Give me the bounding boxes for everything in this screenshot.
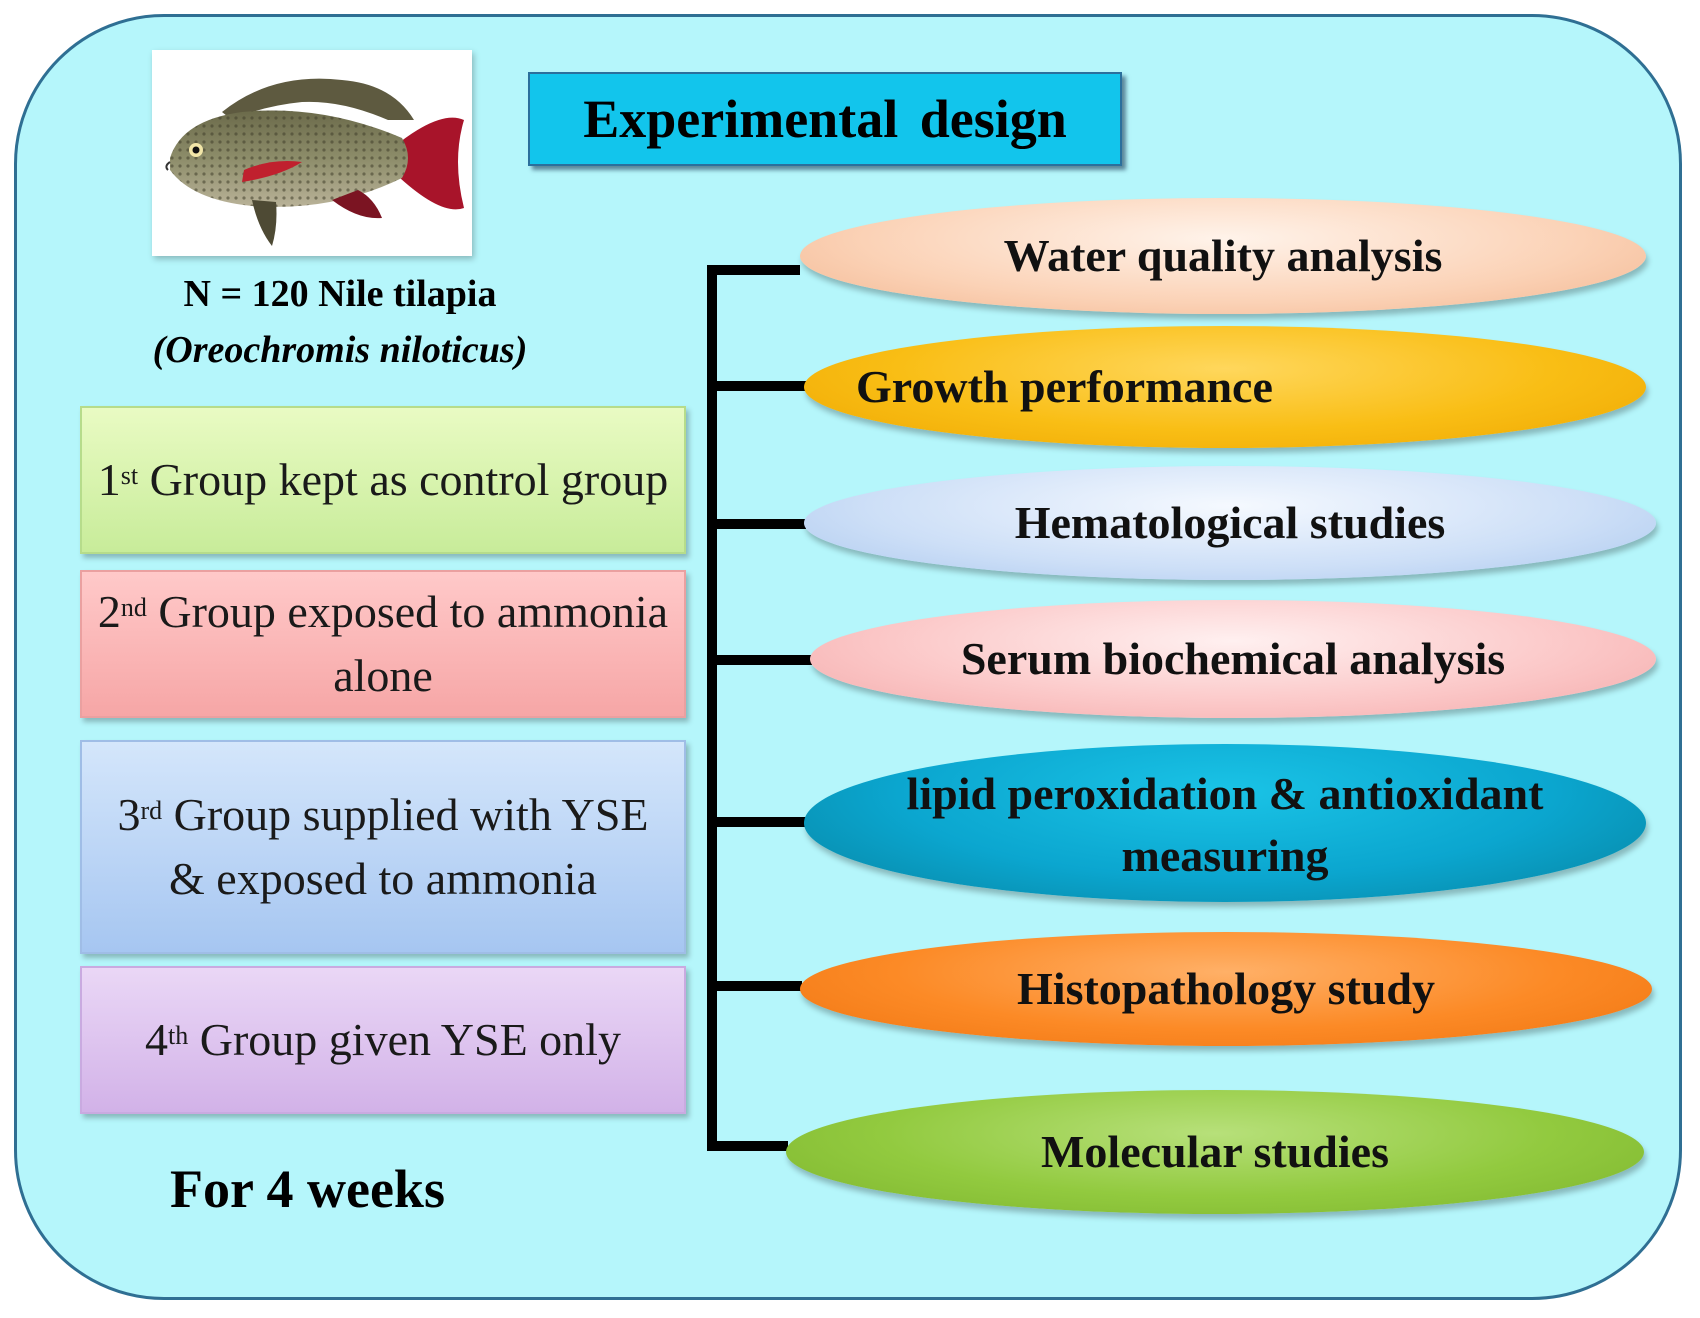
analysis-histopathology: Histopathology study [800,932,1652,1046]
analysis-hematological: Hematological studies [804,466,1656,580]
group-text: 1st Group kept as control group [97,454,669,505]
group-text: 4th Group given YSE only [145,1014,621,1065]
analysis-serum-biochemical: Serum biochemical analysis [810,600,1656,718]
group-text: 2nd Group exposed to ammonia alone [97,586,669,701]
analysis-molecular: Molecular studies [786,1090,1644,1214]
fish-image [152,50,472,256]
analysis-growth-performance: Growth performance [804,326,1646,448]
species-label: (Oreochromis niloticus) [152,329,528,371]
duration-label: For 4 weeks [170,1159,445,1219]
sample-size-label: N = 120 Nile tilapia [183,273,497,315]
analysis-water-quality: Water quality analysis [800,198,1646,314]
group-box-4: 4th Group given YSE only [80,966,686,1114]
subject-label: N = 120 Nile tilapia (Oreochromis niloti… [120,266,560,378]
group-box-2: 2nd Group exposed to ammonia alone [80,570,686,718]
title-box: Experimental design [528,72,1122,166]
group-box-1: 1st Group kept as control group [80,406,686,554]
analysis-lipid-peroxidation: lipid peroxidation & antioxidant measuri… [804,744,1646,902]
group-text: 3rd Group supplied with YSE & exposed to… [117,789,649,904]
tilapia-fish-icon [165,78,464,246]
diagram-title: Experimental design [583,89,1067,149]
group-box-3: 3rd Group supplied with YSE & exposed to… [80,740,686,954]
